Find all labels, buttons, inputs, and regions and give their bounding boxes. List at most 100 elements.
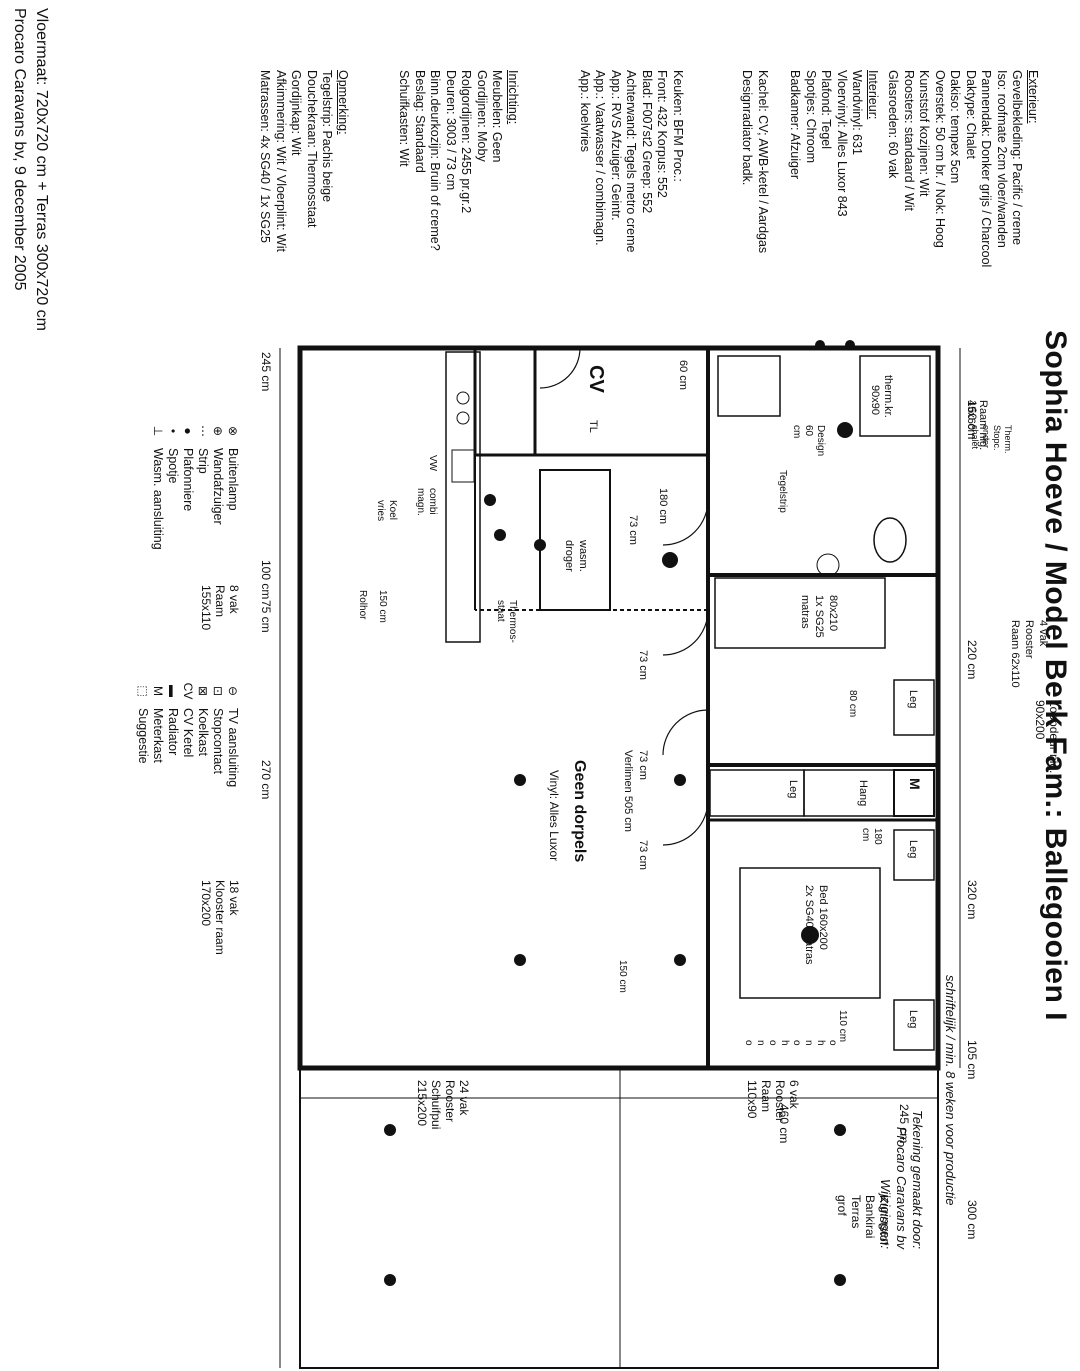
- credit-note: schriftelijk / min. 8 weken voor product…: [943, 975, 958, 1206]
- label: 180 cm: [657, 488, 669, 524]
- label: droger: [563, 540, 575, 572]
- label: Leg: [907, 840, 919, 858]
- wardrobe: [893, 769, 935, 817]
- radiator-icon: ▬: [166, 685, 180, 697]
- label: 6 vak: [787, 1080, 801, 1110]
- label: Schuifpui: [429, 1080, 443, 1129]
- label: VW: [427, 455, 438, 472]
- label: 110 cm: [837, 1010, 848, 1042]
- label: h: [779, 1040, 790, 1046]
- legend-label: Buitenlamp: [226, 448, 240, 511]
- label: Loopdeur nig.: [1047, 700, 1061, 773]
- credit-line: Procaro Caravans bv: [894, 1126, 909, 1250]
- label: 80 cm: [847, 690, 858, 717]
- wardrobe: [893, 829, 935, 881]
- label: 73 cm: [627, 515, 639, 545]
- label: Stopc.: [992, 425, 1002, 451]
- label: 170x200: [199, 880, 213, 926]
- label: Rolhor: [357, 590, 368, 620]
- legend-label: Plafonniere: [181, 448, 195, 512]
- label: Raam: [759, 1080, 773, 1112]
- sink-icon: [451, 449, 475, 483]
- legend-label: TV aansluiting: [226, 708, 240, 788]
- label: vries: [375, 500, 386, 521]
- label: matras: [799, 595, 811, 629]
- tv-outlet-icon: ⊖: [226, 685, 240, 697]
- dim-label: 270 cm: [259, 760, 273, 799]
- door-swings: [539, 347, 709, 846]
- credit-line: Wijzigingen:: [878, 1179, 893, 1250]
- label: o: [743, 1040, 754, 1046]
- washbasin: [717, 355, 781, 417]
- wardrobe: [803, 769, 895, 817]
- legend-label: CV Ketel: [181, 708, 195, 758]
- outdoor-lamp-icon: ⊗: [226, 425, 240, 437]
- label: o: [767, 1040, 778, 1046]
- label: therm.kr.: [882, 375, 894, 418]
- label: o: [827, 1040, 838, 1046]
- label: 2x SG40 matras: [803, 885, 815, 965]
- label: wasm.: [577, 539, 589, 572]
- label: 45x60: [965, 400, 977, 430]
- label: Hang: [857, 780, 869, 806]
- legend-label: Radiator: [166, 708, 180, 756]
- shower-tray: [859, 355, 931, 437]
- drain-icon: [816, 553, 840, 577]
- label: TL: [587, 420, 599, 433]
- label: 18 vak: [227, 880, 241, 916]
- kitchen-counter: [445, 351, 481, 643]
- label: Raam 62x110: [1009, 620, 1021, 688]
- label: 150 cm: [377, 590, 388, 623]
- label: 8 vak: [227, 585, 241, 615]
- label: 4 vak: [1037, 620, 1049, 647]
- wardrobe: [709, 769, 805, 817]
- credit-line: Tekening gemaakt door:: [910, 1110, 925, 1250]
- label: 73 cm: [637, 650, 649, 680]
- label: Rooster: [773, 1080, 787, 1122]
- label: CV: [585, 365, 607, 393]
- dim-label: 320 cm: [965, 880, 979, 919]
- label: Tegelstrip: [777, 470, 788, 513]
- label: magn.: [415, 488, 426, 516]
- legend-label: Koelkast: [196, 708, 210, 756]
- spot-icon: •: [166, 428, 180, 434]
- label: onder: [981, 425, 991, 448]
- label: Leg: [907, 1010, 919, 1028]
- label: 215x200: [415, 1080, 429, 1126]
- label: 180: [872, 828, 883, 845]
- label: cm: [860, 828, 871, 841]
- dimension-lines: [279, 348, 961, 1368]
- legend-label: Strip: [196, 448, 210, 474]
- double-bed: [739, 867, 881, 999]
- label: Verlimen 505 cm: [622, 750, 634, 832]
- legend-label: Spotje: [166, 448, 180, 484]
- dim-label: 75 cm: [259, 600, 273, 633]
- dim-label: 245 cm: [897, 1104, 911, 1143]
- label: o: [791, 1040, 802, 1046]
- legend-label: Suggestie: [136, 708, 150, 764]
- meter-cabinet-icon: M: [151, 686, 165, 696]
- ceiling-lights: [384, 340, 855, 1286]
- legend-label: Wasm. aansluiting: [151, 448, 165, 550]
- label: Vinyl: Alles Luxor: [547, 770, 561, 861]
- socket-icon: ⊡: [211, 685, 225, 697]
- label: Koel: [387, 500, 398, 520]
- wardrobe: [893, 999, 935, 1051]
- dim-label: 160 cm: [965, 400, 979, 439]
- label: n: [803, 1040, 814, 1046]
- label: cm: [791, 425, 802, 438]
- label: h: [815, 1040, 826, 1046]
- label: 60 cm: [677, 360, 689, 390]
- label: Leg: [907, 690, 919, 708]
- strip-icon: ⋯: [196, 425, 210, 437]
- label: 90x90: [869, 385, 881, 415]
- label: Raam nig.: [977, 400, 989, 450]
- label: 1x SG25: [813, 595, 825, 638]
- label: Bankirai: [863, 1195, 877, 1238]
- label: grof: [835, 1195, 849, 1216]
- label: 90x200: [1033, 700, 1047, 740]
- cv-closet: [539, 469, 611, 611]
- legend-label: Meterkast: [151, 708, 165, 763]
- label: Design: [815, 425, 826, 456]
